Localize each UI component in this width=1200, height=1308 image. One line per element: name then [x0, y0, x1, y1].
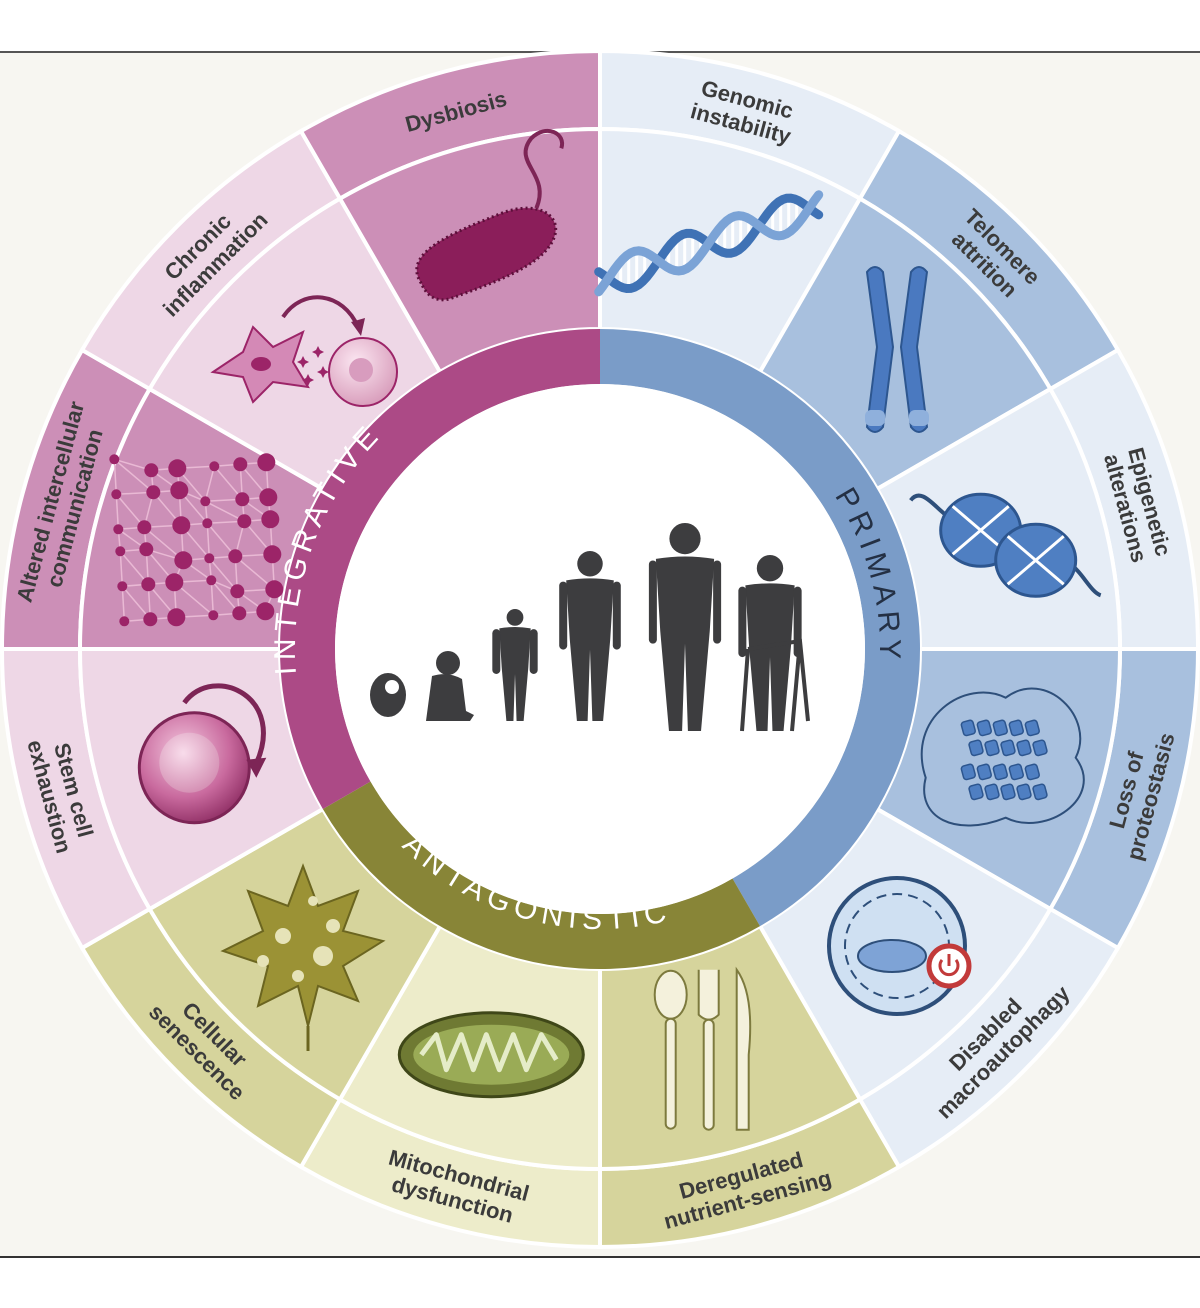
cutlery-icon — [653, 966, 752, 1131]
human-life-stages-icon — [370, 523, 810, 732]
network-icon — [109, 453, 284, 627]
category-band-integrative — [279, 329, 600, 809]
toddler-icon — [492, 609, 538, 721]
category-band-primary — [600, 329, 920, 927]
mitochondrion-icon — [397, 1011, 585, 1099]
baby-icon — [426, 651, 474, 721]
leaf-icon — [220, 863, 386, 1051]
chromosome-icon — [864, 266, 929, 434]
category-band-antagonistic — [322, 781, 760, 969]
inflamed-cell-icon — [210, 295, 399, 408]
walker-icon — [740, 638, 810, 732]
bacterium-icon — [415, 128, 565, 302]
child-icon — [559, 551, 621, 721]
adult-icon — [648, 523, 722, 731]
autophagosome-icon — [826, 875, 972, 1016]
nucleosome-icon — [909, 492, 1102, 598]
protein-icon — [920, 687, 1085, 827]
embryo-icon — [370, 673, 406, 717]
dna-icon — [594, 190, 824, 297]
stem-cell-icon — [137, 683, 267, 825]
